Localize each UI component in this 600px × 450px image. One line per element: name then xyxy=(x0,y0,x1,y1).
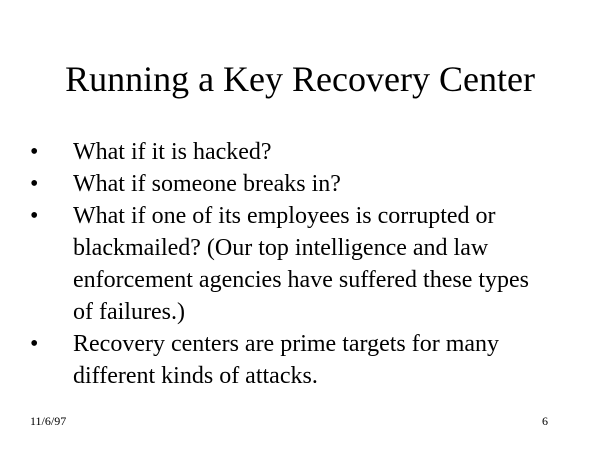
bullet-item: • What if it is hacked? xyxy=(30,136,570,168)
bullet-text: What if one of its employees is corrupte… xyxy=(73,203,530,325)
bullet-item: • What if someone breaks in? xyxy=(30,168,570,200)
bullet-list: • What if it is hacked? • What if someone … xyxy=(30,136,570,392)
bullet-icon: • xyxy=(30,171,39,197)
page-number: 6 xyxy=(542,414,548,428)
bullet-icon: • xyxy=(30,139,39,165)
bullet-text: What if it is hacked? xyxy=(73,139,272,165)
bullet-text: Recovery centers are prime targets for m… xyxy=(73,331,500,389)
bullet-text: What if someone breaks in? xyxy=(73,171,341,197)
slide-title: Running a Key Recovery Center xyxy=(65,59,535,99)
slide-date: 11/6/97 xyxy=(30,414,67,428)
bullet-item: • Recovery centers are prime targets for … xyxy=(30,328,570,392)
bullet-item: • What if one of its employees is corrupt… xyxy=(30,200,570,328)
bullet-icon: • xyxy=(30,331,39,357)
bullet-icon: • xyxy=(30,203,39,229)
